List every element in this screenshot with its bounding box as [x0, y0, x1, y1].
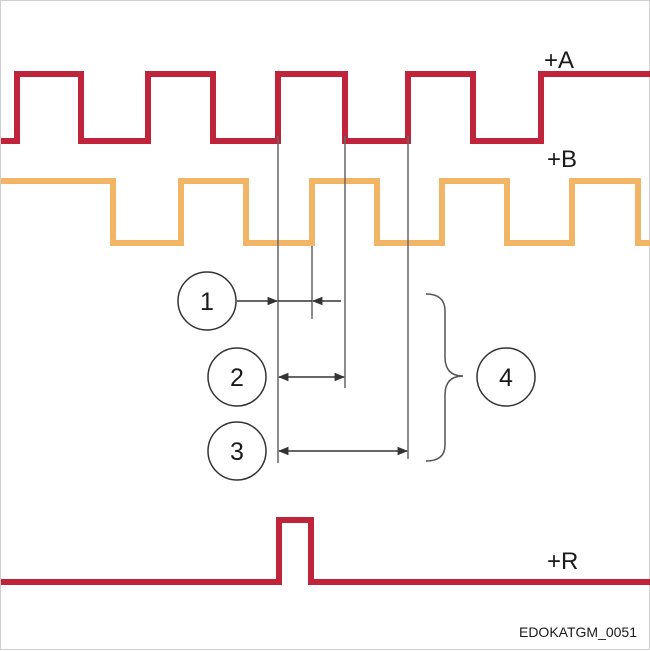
signal-r-label: +R	[547, 548, 578, 575]
signal-r-waveform	[1, 517, 650, 585]
callout-1-number: 1	[200, 288, 214, 316]
callout-4: 4	[476, 347, 536, 407]
reference-code: EDOKATGM_0051	[519, 624, 637, 640]
grouping-brace	[425, 293, 464, 462]
callout-2-number: 2	[230, 364, 244, 392]
callout-3: 3	[207, 421, 267, 481]
signal-b-label: +B	[547, 146, 577, 173]
signal-a-waveform	[1, 71, 650, 144]
callout-2: 2	[207, 347, 267, 407]
signal-b-waveform	[1, 178, 650, 246]
callout-1: 1	[177, 271, 237, 331]
signal-a-label: +A	[544, 47, 574, 74]
callout-3-number: 3	[230, 438, 244, 466]
callout-4-number: 4	[499, 364, 513, 392]
